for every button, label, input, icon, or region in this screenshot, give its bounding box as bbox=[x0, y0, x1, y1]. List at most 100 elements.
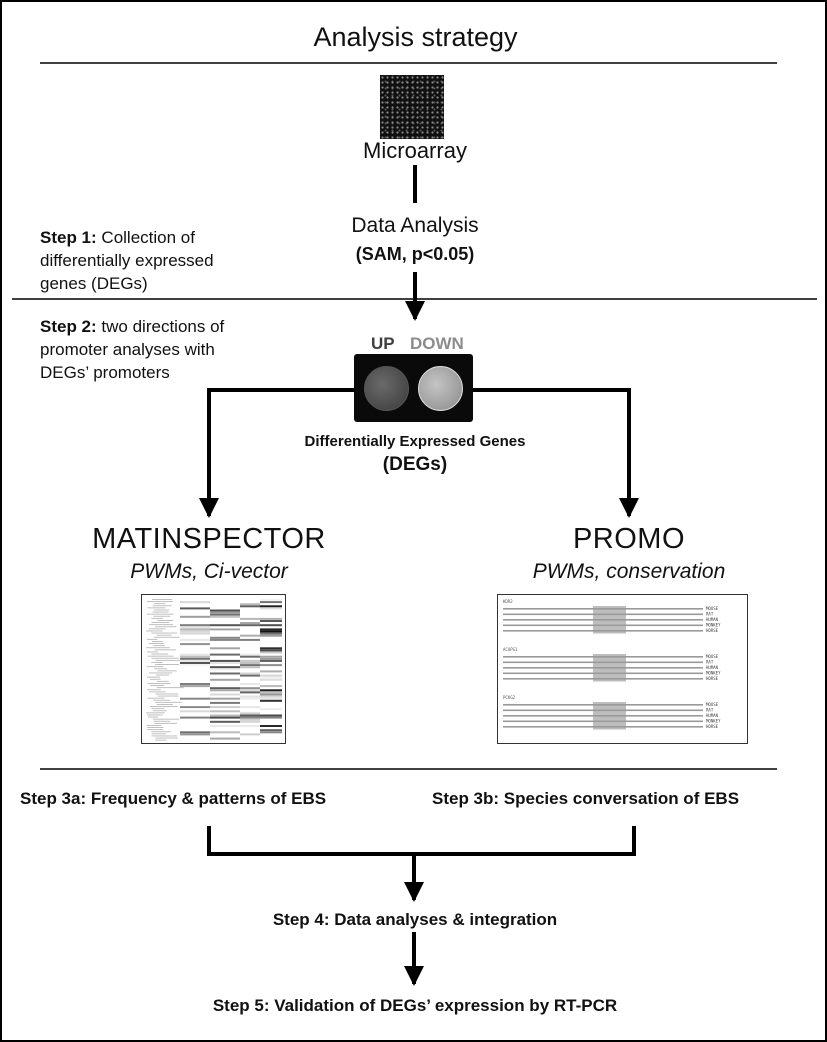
heatmap-row-label bbox=[147, 676, 160, 678]
heatmap-cell bbox=[240, 634, 260, 637]
degs-chip-icon bbox=[354, 354, 473, 422]
heatmap-cell bbox=[240, 687, 260, 690]
heatmap-row-label bbox=[146, 712, 165, 714]
heatmap-cell bbox=[240, 733, 260, 736]
heatmap-row-label bbox=[152, 710, 167, 712]
heatmap-cell bbox=[240, 624, 260, 627]
heatmap-row-label bbox=[148, 716, 159, 718]
alignment-species-label: HORSE bbox=[706, 724, 719, 729]
heatmap-cell bbox=[260, 634, 282, 637]
heatmap-cell bbox=[180, 710, 210, 713]
heatmap-cell bbox=[210, 609, 240, 612]
heatmap-row-label bbox=[152, 718, 180, 720]
alignment-sequence-row bbox=[503, 661, 703, 664]
heatmap-cell bbox=[210, 659, 240, 662]
heatmap-cell bbox=[180, 601, 210, 604]
alignment-gene-label: ACAPS1 bbox=[503, 647, 518, 652]
heatmap-row-label bbox=[146, 630, 163, 632]
step2-head: Step 2: bbox=[40, 317, 97, 336]
alignment-species-label: HORSE bbox=[706, 676, 719, 681]
alignment-sequence-row bbox=[503, 709, 703, 712]
heatmap-cell bbox=[180, 716, 210, 719]
heatmap-cell bbox=[210, 638, 240, 641]
down-regulated-spot bbox=[418, 366, 463, 411]
heatmap-cell bbox=[180, 624, 210, 627]
heatmap-row-label bbox=[148, 672, 173, 674]
heatmap-row-label bbox=[155, 659, 182, 661]
degs-to-matinspector-arrow bbox=[199, 388, 354, 518]
heatmap-cell bbox=[260, 699, 282, 702]
heatmap-cell bbox=[260, 651, 282, 654]
heatmap-row-label bbox=[151, 735, 178, 737]
heatmap-cell bbox=[180, 626, 210, 629]
alignment-sequence-row bbox=[503, 630, 703, 632]
heatmap-cell bbox=[180, 664, 210, 667]
heatmap-cell bbox=[260, 693, 282, 696]
heatmap-row-label bbox=[156, 687, 184, 689]
heatmap-row-label bbox=[154, 609, 170, 611]
heatmap-cell bbox=[180, 659, 210, 662]
heatmap-row-label bbox=[151, 622, 170, 623]
heatmap-cell bbox=[240, 653, 260, 656]
heatmap-row-label bbox=[148, 628, 166, 630]
step2-line3: DEGs’ promoters bbox=[40, 363, 170, 382]
heatmap-cell bbox=[240, 638, 260, 641]
heatmap-cell bbox=[260, 674, 282, 677]
up-regulated-spot bbox=[364, 366, 409, 411]
heatmap-row-label bbox=[154, 668, 168, 670]
heatmap-cell bbox=[260, 628, 282, 631]
heatmap-row-label bbox=[147, 697, 165, 699]
heatmap-cell bbox=[240, 655, 260, 658]
step3-merge-bracket bbox=[207, 826, 636, 856]
step1-line2: differentially expressed bbox=[40, 251, 214, 270]
matinspector-heatmap-cells bbox=[146, 599, 282, 741]
heatmap-cell bbox=[210, 662, 240, 664]
heatmap-row-label bbox=[149, 678, 161, 680]
alignment-species-label: HUMAN bbox=[706, 617, 719, 622]
degs-abbr: (DEGs) bbox=[382, 454, 448, 475]
heatmap-cell bbox=[260, 729, 282, 732]
up-label: UP bbox=[371, 334, 395, 353]
heatmap-cell bbox=[180, 697, 210, 700]
heatmap-row-label bbox=[151, 617, 164, 619]
heatmap-cell bbox=[260, 678, 282, 681]
heatmap-row-label bbox=[156, 680, 169, 682]
heatmap-cell bbox=[210, 653, 240, 656]
heatmap-row-label bbox=[147, 683, 171, 684]
heatmap-row-label bbox=[149, 624, 174, 626]
heatmap-row-label bbox=[147, 727, 164, 728]
step3a-text: Step 3a: Frequency & patterns of EBS bbox=[20, 789, 327, 808]
heatmap-row-label bbox=[151, 653, 169, 655]
promo-alignment-blocks: KDR2MOUSERATHUMANMONKEYHORSEACAPS1MOUSER… bbox=[503, 599, 721, 730]
heatmap-cell bbox=[240, 674, 260, 677]
promo-title: PROMO bbox=[572, 523, 686, 555]
matinspector-title: MATINSPECTOR bbox=[92, 523, 326, 555]
heatmap-row-label bbox=[153, 603, 166, 605]
step3b-text: Step 3b: Species conversation of EBS bbox=[432, 789, 740, 808]
heatmap-row-label bbox=[155, 674, 170, 676]
heatmap-row-label bbox=[151, 708, 165, 710]
heatmap-row-label bbox=[156, 704, 173, 705]
alignment-sequence-row bbox=[503, 613, 703, 616]
heatmap-row-label bbox=[146, 725, 162, 726]
heatmap-cell bbox=[210, 737, 240, 740]
alignment-sequence-row bbox=[503, 619, 703, 621]
heatmap-row-label bbox=[151, 662, 163, 663]
heatmap-row-label bbox=[151, 731, 171, 733]
heatmap-row-label bbox=[157, 620, 174, 621]
heatmap-row-label bbox=[147, 655, 174, 657]
page-title: Analysis strategy bbox=[313, 22, 518, 52]
heatmap-cell bbox=[210, 687, 240, 690]
alignment-sequence-row bbox=[503, 726, 703, 728]
heatmap-cell bbox=[210, 701, 240, 704]
alignment-species-label: RAT bbox=[706, 612, 714, 617]
heatmap-cell bbox=[210, 613, 240, 616]
heatmap-row-label bbox=[149, 691, 166, 693]
heatmap-row-label bbox=[147, 689, 161, 691]
matinspector-subtitle: PWMs, Ci-vector bbox=[130, 560, 288, 583]
heatmap-cell bbox=[180, 733, 210, 736]
alignment-sequence-row bbox=[503, 720, 703, 723]
step4-text: Step 4: Data analyses & integration bbox=[272, 910, 558, 929]
heatmap-cell bbox=[210, 725, 240, 727]
